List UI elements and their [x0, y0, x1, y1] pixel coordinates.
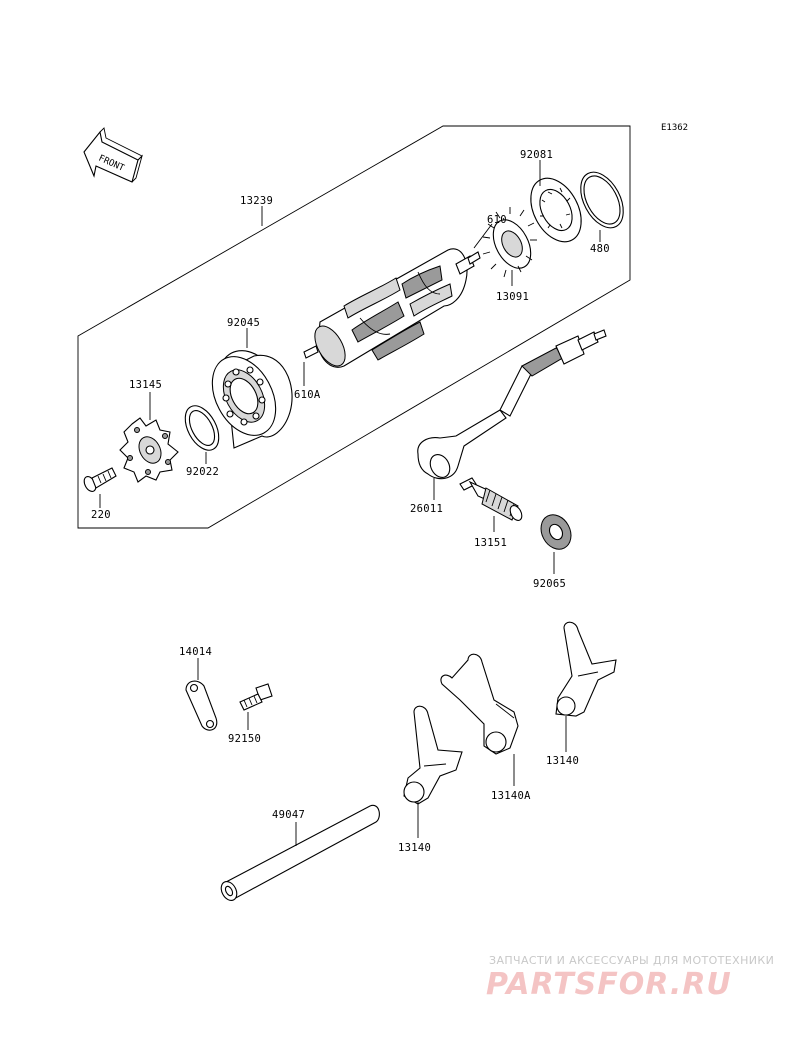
label-92150: 92150: [228, 733, 261, 745]
pin-610: [467, 251, 481, 265]
shift-drum-13239: [303, 248, 475, 368]
label-92081: 92081: [520, 149, 553, 161]
bearing-92045: [211, 350, 293, 449]
assembly-outline: [77, 125, 631, 529]
shift-fork-13140-right: [555, 621, 617, 717]
label-13145: 13145: [129, 379, 162, 391]
label-13151: 13151: [474, 537, 507, 549]
leader-lines: [99, 160, 601, 846]
label-13140-left: 13140: [398, 842, 431, 854]
spring-pin-13151: [459, 477, 523, 521]
bolt-92150: [239, 683, 273, 711]
watermark: ЗАПЧАСТИ И АКСЕССУАРЫ ДЛЯ МОТОТЕХНИКИ PA…: [486, 954, 774, 1002]
label-13140-right: 13140: [546, 755, 579, 767]
washer-92065: [540, 514, 572, 550]
cam-13145: [119, 417, 179, 483]
shift-arm-26011: [417, 329, 607, 480]
label-92065: 92065: [533, 578, 566, 590]
star-plate-13091: [482, 207, 537, 278]
label-14014: 14014: [179, 646, 212, 658]
part-labels: 13239 92081 610 480 13091 92045 610A 131…: [91, 149, 610, 854]
ring-92022: [184, 405, 220, 451]
circlip-480: [580, 171, 624, 229]
label-13091: 13091: [496, 291, 529, 303]
label-26011: 26011: [410, 503, 443, 515]
shaft-49047: [220, 804, 380, 901]
label-13239: 13239: [240, 195, 273, 207]
ring-92081: [530, 177, 582, 243]
front-arrow-icon: FRONT: [83, 127, 143, 183]
label-480: 480: [590, 243, 610, 255]
label-610a: 610A: [294, 389, 321, 401]
diagram-code: E1362: [661, 123, 688, 133]
plate-14014: [185, 680, 218, 731]
screw-220: [83, 467, 117, 492]
label-49047: 49047: [272, 809, 305, 821]
label-13140a: 13140A: [491, 790, 531, 802]
label-92022: 92022: [186, 466, 219, 478]
label-220: 220: [91, 509, 111, 521]
shift-fork-13140a: [440, 653, 519, 755]
label-92045: 92045: [227, 317, 260, 329]
watermark-tagline: ЗАПЧАСТИ И АКСЕССУАРЫ ДЛЯ МОТОТЕХНИКИ: [489, 954, 774, 967]
watermark-brand: PARTSFOR.RU: [486, 967, 732, 1002]
label-610: 610: [487, 214, 507, 226]
shift-fork-13140-left: [403, 705, 463, 805]
